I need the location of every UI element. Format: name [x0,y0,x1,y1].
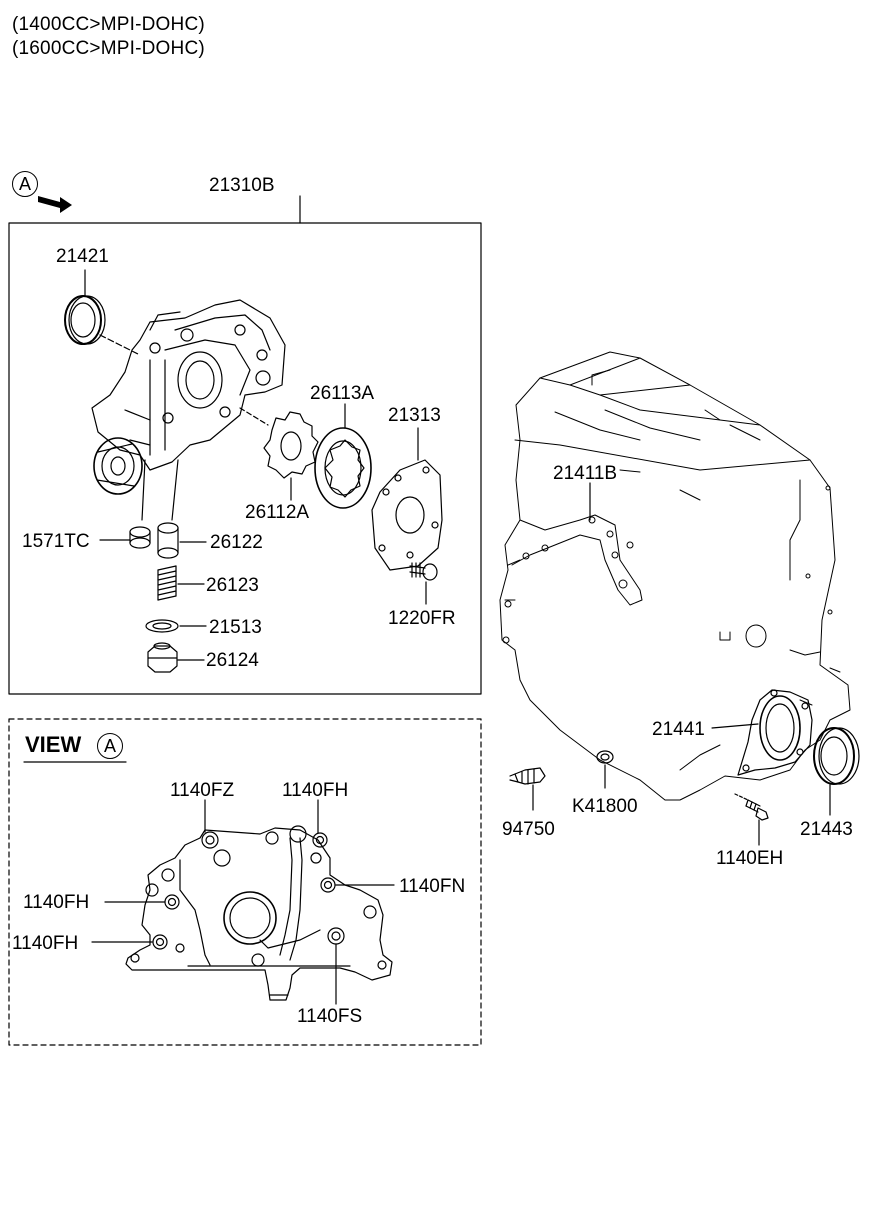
drive-gear-drawing [314,427,372,509]
label-1140fh-mid: 1140FH [23,892,90,913]
engine-spec-line-1: (1400CC>MPI-DOHC) [12,14,205,35]
label-1140eh: 1140EH [716,848,784,869]
label-26113a: 26113A [310,383,375,404]
cover-screw-drawing [409,562,438,581]
label-21411b: 21411B [553,463,618,484]
oil-pressure-switch-drawing [509,767,546,785]
label-21443: 21443 [800,819,853,840]
label-94750: 94750 [502,819,555,840]
label-k41800: K41800 [572,796,638,817]
gear-axis-line [239,407,269,426]
view-a-marker: A [12,171,38,197]
relief-plunger-drawing [157,522,179,559]
label-21513: 21513 [209,617,262,638]
label-26122: 26122 [210,532,263,553]
pump-cover-drawing [371,459,443,571]
rear-case-bolt-drawing [734,793,769,821]
label-21421: 21421 [56,246,109,267]
label-21313: 21313 [388,405,441,426]
view-a-pump-face-drawing [125,825,393,1001]
label-26112a: 26112A [245,502,310,523]
axis-line-1 [141,459,146,521]
label-1140fs: 1140FS [297,1006,363,1027]
view-arrow-icon [38,196,72,213]
label-1140fh-top: 1140FH [282,780,349,801]
driven-gear-drawing [263,411,319,479]
leader-21441 [711,723,759,729]
view-a-frame [8,718,482,1046]
label-26123: 26123 [206,575,259,596]
label-21441: 21441 [652,719,705,740]
engine-spec-line-2: (1600CC>MPI-DOHC) [12,38,205,59]
axis-line-2 [171,459,179,521]
oil-pump-body-drawing [91,299,286,495]
engine-block-drawing [499,351,851,801]
label-1140fz: 1140FZ [170,780,235,801]
relief-plug-drawing [147,642,178,673]
washer-drawing [596,750,614,764]
relief-plug-seal-drawing [129,526,151,549]
label-1140fn: 1140FN [399,876,466,897]
label-1140fh-low: 1140FH [12,933,79,954]
gasket-drawing [145,619,179,633]
label-1571tc: 1571TC [22,531,90,552]
view-a-title-circle: A [97,733,123,759]
rear-seal-case-drawing [737,689,813,776]
rear-oil-seal-drawing [813,727,860,785]
front-oil-seal-drawing [64,295,106,345]
label-21310b: 21310B [209,175,275,196]
label-26124: 26124 [206,650,259,671]
oil-pump-assembly-frame [8,222,482,695]
view-a-title: VIEW [25,732,82,757]
label-1220fr: 1220FR [388,608,456,629]
seal-axis-line [99,334,141,356]
relief-spring-drawing [157,565,177,601]
